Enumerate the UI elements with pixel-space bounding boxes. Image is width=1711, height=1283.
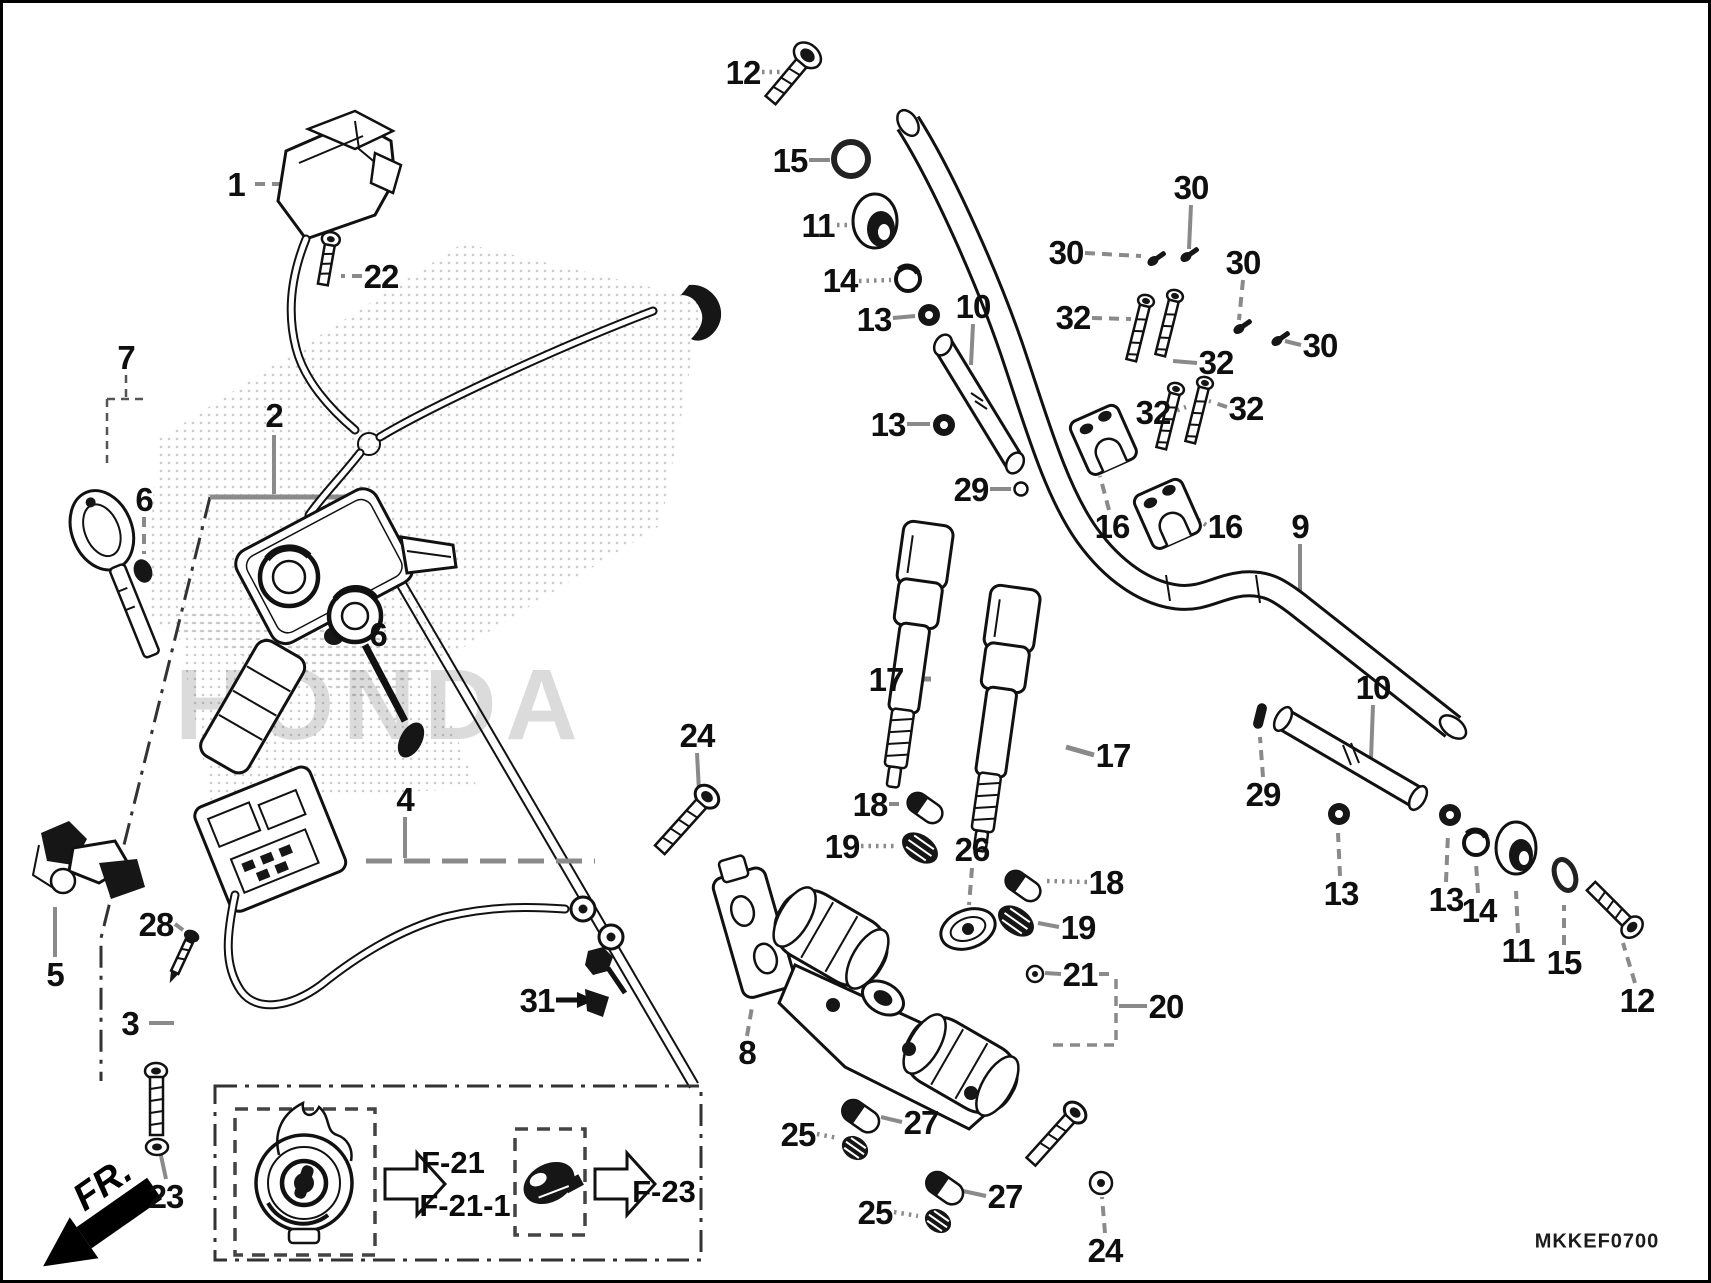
- ignition-switch-assembly: [193, 487, 628, 1010]
- handle-weight-left: [932, 333, 1026, 475]
- part-number-label-6: 6: [369, 616, 387, 653]
- key: [68, 489, 160, 659]
- washer-29-left: [1013, 481, 1029, 497]
- screws-30: [1147, 247, 1290, 347]
- part-number-label-38: 19: [824, 828, 861, 865]
- part-number-label-8: 15: [772, 142, 809, 179]
- part-number-label-3: 7: [117, 339, 135, 376]
- diagram-artwork: [31, 41, 1644, 1267]
- part-number-label-35: 12: [1619, 982, 1656, 1019]
- part-number-label-19: 32: [1055, 299, 1092, 336]
- part-number-label-52: 3: [121, 1005, 139, 1042]
- part-number-label-45: 25: [780, 1116, 817, 1153]
- part-number-label-44: 8: [738, 1034, 756, 1071]
- part-number-label-23: 16: [1094, 508, 1131, 545]
- part-number-label-7: 12: [725, 54, 762, 91]
- part-number-label-9: 11: [801, 207, 836, 244]
- region-outlines: [99, 496, 703, 1262]
- part-number-label-11: 13: [856, 301, 893, 338]
- part-number-label-37: 18: [852, 786, 889, 823]
- block-arrow-f23: [593, 1149, 658, 1219]
- block-arrow-f21: [383, 1149, 448, 1219]
- part-number-label-39: 26: [954, 831, 991, 868]
- part-number-label-46: 27: [903, 1104, 940, 1141]
- pin-29-right: [1253, 703, 1267, 729]
- throttle-small-parts-upper: [763, 41, 955, 436]
- part-number-label-40: 18: [1088, 864, 1125, 901]
- reference-label-f-21-1: F-21-1: [419, 1188, 511, 1223]
- washer-6-upper: [133, 559, 153, 583]
- bolt-23: [143, 1061, 170, 1157]
- part-number-label-16: 30: [1173, 169, 1210, 206]
- part-number-label-2: 22: [363, 258, 400, 295]
- part-number-label-20: 32: [1198, 344, 1235, 381]
- fork-tube-right: [970, 583, 1042, 853]
- part-number-label-5: 6: [135, 481, 153, 518]
- part-number-label-4: 2: [265, 397, 283, 434]
- reference-label-f-21: F-21: [421, 1145, 485, 1180]
- part-number-label-49: 24: [1087, 1232, 1124, 1269]
- handle-holder-upper: [1068, 403, 1138, 476]
- part-number-label-34: 15: [1546, 944, 1583, 981]
- small-fasteners: [841, 791, 1045, 1234]
- connector-assembly: [276, 109, 403, 241]
- part-number-label-33: 11: [1501, 932, 1536, 969]
- clip-31: [585, 989, 609, 1017]
- handle-weight-right: [1272, 705, 1429, 812]
- part-number-label-13: 13: [870, 406, 907, 443]
- handlebar-pipe: [896, 108, 1468, 740]
- reference-label-f-23: F-23: [632, 1174, 696, 1209]
- part-number-label-48: 27: [987, 1178, 1024, 1215]
- part-number-label-55: 4: [396, 781, 414, 818]
- top-bridge-assembly: [653, 783, 1114, 1196]
- part-number-label-42: 21: [1062, 956, 1099, 993]
- part-number-label-25: 9: [1291, 508, 1309, 545]
- part-number-label-14: 29: [953, 471, 990, 508]
- harness-cable: [286, 234, 722, 520]
- part-number-label-18: 30: [1302, 327, 1339, 364]
- part-number-label-31: 13: [1428, 881, 1465, 918]
- part-number-label-21: 32: [1135, 394, 1172, 431]
- part-number-label-26: 17: [868, 661, 905, 698]
- diagram-code: MKKEF0700: [1534, 1230, 1660, 1253]
- handle-holder-lower: [1132, 477, 1202, 550]
- part-number-label-43: 20: [1148, 988, 1185, 1025]
- part-number-label-17: 30: [1225, 244, 1262, 281]
- part-number-label-53: 23: [148, 1178, 185, 1215]
- part-number-label-28: 10: [1355, 669, 1392, 706]
- part-number-label-29: 29: [1245, 776, 1282, 813]
- screw-22: [316, 230, 342, 287]
- part-number-label-10: 14: [822, 262, 859, 299]
- fork-tube-left: [883, 519, 955, 789]
- part-number-label-22: 32: [1228, 390, 1265, 427]
- part-number-label-1: 1: [227, 166, 245, 203]
- part-number-label-24: 16: [1207, 508, 1244, 545]
- part-number-label-51: 28: [138, 906, 175, 943]
- leader-lines: [53, 69, 1637, 1234]
- part-number-label-36: 24: [679, 717, 716, 754]
- inset-lock-cylinder: [254, 1100, 354, 1245]
- part-number-label-15: 30: [1048, 234, 1085, 271]
- fr-direction-arrow: [43, 1177, 162, 1267]
- part-number-label-27: 17: [1095, 737, 1132, 774]
- part-number-label-50: 5: [46, 956, 64, 993]
- part-number-label-54: 31: [519, 982, 556, 1019]
- inset-switch-part: [523, 1161, 584, 1205]
- throttle-small-parts-lower: [1328, 803, 1644, 939]
- part-number-label-32: 14: [1461, 892, 1498, 929]
- part-number-label-12: 10: [955, 288, 992, 325]
- bracket-switch-5: [31, 821, 145, 899]
- bolts-32: [1124, 288, 1215, 451]
- part-number-label-41: 19: [1060, 909, 1097, 946]
- part-number-label-30: 13: [1323, 875, 1360, 912]
- screw-28: [169, 929, 200, 984]
- part-number-label-47: 25: [857, 1194, 894, 1231]
